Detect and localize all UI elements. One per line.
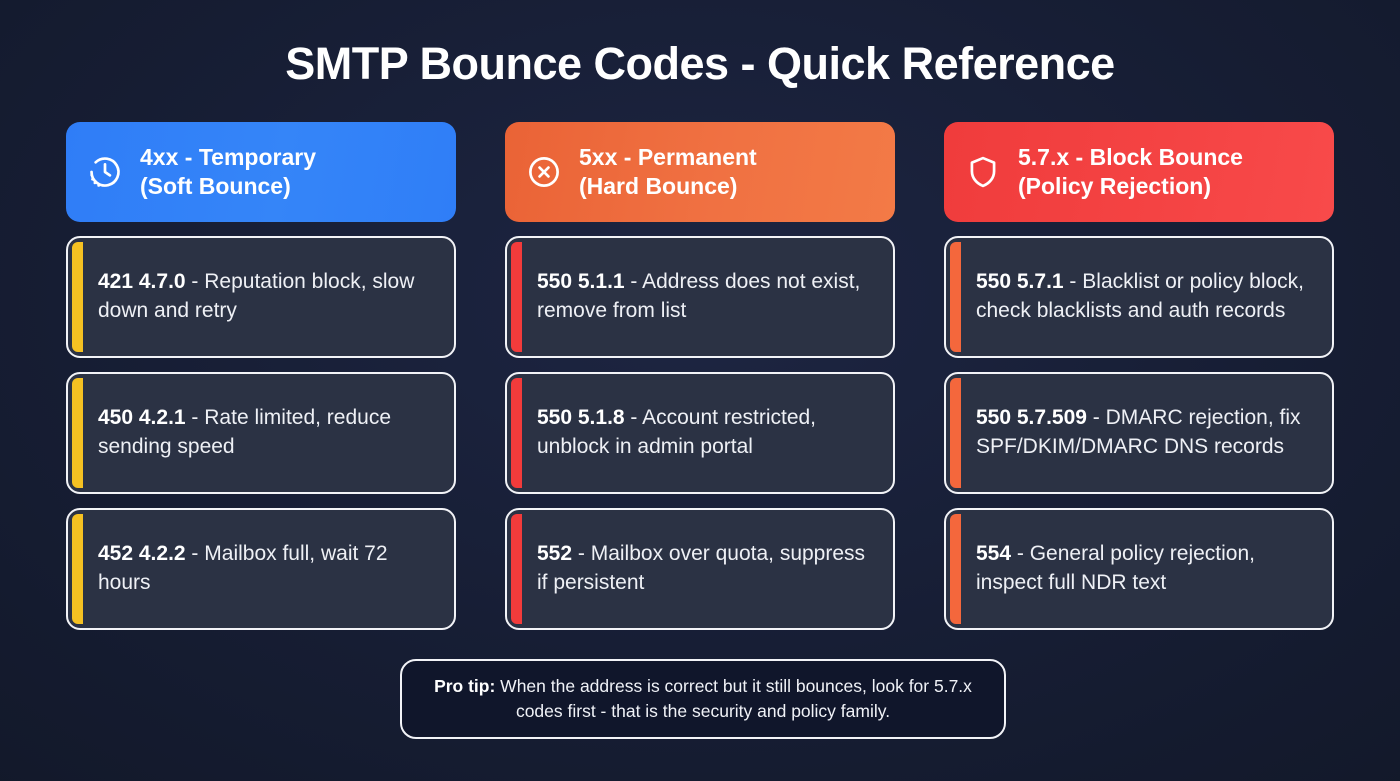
separator: - [1063, 270, 1083, 294]
accent-bar [72, 242, 83, 352]
bounce-description: General policy rejection, inspect full N… [976, 542, 1255, 594]
separator: - [185, 406, 205, 430]
bounce-description: Account restricted, unblock in admin por… [537, 406, 817, 458]
separator: - [185, 542, 205, 566]
accent-bar [950, 514, 961, 624]
separator: - [572, 542, 591, 566]
bounce-code: 550 5.7.509 [976, 406, 1087, 430]
column-header-label: 5.7.x - Block Bounce (Policy Rejection) [1018, 144, 1243, 199]
code-card-text: 421 4.7.0 - Reputation block, slow down … [98, 268, 434, 325]
accent-bar [511, 242, 522, 352]
pro-tip-lead: Pro tip: [434, 676, 496, 697]
accent-bar [511, 514, 522, 624]
code-card-text: 550 5.1.8 - Account restricted, unblock … [537, 404, 873, 461]
circle-x-icon [525, 153, 563, 191]
separator: - [185, 270, 205, 294]
bounce-code: 550 5.1.1 [537, 270, 625, 294]
code-card-text: 550 5.7.509 - DMARC rejection, fix SPF/D… [976, 404, 1312, 461]
accent-bar [950, 378, 961, 488]
column-temporary: 4xx - Temporary (Soft Bounce) 421 4.7.0 … [66, 122, 456, 630]
column-header-permanent: 5xx - Permanent (Hard Bounce) [505, 122, 895, 222]
code-card[interactable]: 550 5.1.8 - Account restricted, unblock … [505, 372, 895, 494]
bounce-code: 421 4.7.0 [98, 270, 186, 294]
code-card-text: 550 5.7.1 - Blacklist or policy block, c… [976, 268, 1312, 325]
shield-icon [964, 153, 1002, 191]
code-columns: 4xx - Temporary (Soft Bounce) 421 4.7.0 … [66, 122, 1336, 630]
code-card[interactable]: 450 4.2.1 - Rate limited, reduce sending… [66, 372, 456, 494]
bounce-description: Mailbox over quota, suppress if persiste… [537, 542, 866, 594]
pro-tip-box: Pro tip: When the address is correct but… [400, 659, 1006, 739]
column-permanent: 5xx - Permanent (Hard Bounce) 550 5.1.1 … [505, 122, 895, 630]
bounce-description: Blacklist or policy block, check blackli… [976, 270, 1305, 322]
bounce-description: Mailbox full, wait 72 hours [98, 542, 388, 594]
bounce-code: 452 4.2.2 [98, 542, 186, 566]
accent-bar [72, 514, 83, 624]
column-header-block: 5.7.x - Block Bounce (Policy Rejection) [944, 122, 1334, 222]
bounce-description: Reputation block, slow down and retry [98, 270, 415, 322]
code-card[interactable]: 552 - Mailbox over quota, suppress if pe… [505, 508, 895, 630]
separator: - [1011, 542, 1030, 566]
bounce-code: 450 4.2.1 [98, 406, 186, 430]
code-card[interactable]: 554 - General policy rejection, inspect … [944, 508, 1334, 630]
pro-tip-text: Pro tip: When the address is correct but… [428, 674, 978, 724]
page-title: SMTP Bounce Codes - Quick Reference [285, 38, 1115, 89]
separator: - [624, 406, 643, 430]
bounce-description: Address does not exist, remove from list [537, 270, 861, 322]
separator: - [624, 270, 643, 294]
bounce-code: 554 [976, 542, 1012, 566]
accent-bar [950, 242, 961, 352]
column-header-label: 4xx - Temporary (Soft Bounce) [140, 144, 316, 199]
code-card[interactable]: 550 5.7.509 - DMARC rejection, fix SPF/D… [944, 372, 1334, 494]
clock-icon [86, 153, 124, 191]
accent-bar [511, 378, 522, 488]
code-card[interactable]: 550 5.1.1 - Address does not exist, remo… [505, 236, 895, 358]
code-card-text: 452 4.2.2 - Mailbox full, wait 72 hours [98, 540, 434, 597]
code-card-text: 552 - Mailbox over quota, suppress if pe… [537, 540, 873, 597]
bounce-description: Rate limited, reduce sending speed [98, 406, 392, 458]
accent-bar [72, 378, 83, 488]
code-card-text: 554 - General policy rejection, inspect … [976, 540, 1312, 597]
bounce-description: DMARC rejection, fix SPF/DKIM/DMARC DNS … [976, 406, 1301, 458]
bounce-code: 552 [537, 542, 573, 566]
code-card-text: 550 5.1.1 - Address does not exist, remo… [537, 268, 873, 325]
column-header-label: 5xx - Permanent (Hard Bounce) [579, 144, 757, 199]
column-header-temporary: 4xx - Temporary (Soft Bounce) [66, 122, 456, 222]
column-block: 5.7.x - Block Bounce (Policy Rejection) … [944, 122, 1334, 630]
bounce-code: 550 5.1.8 [537, 406, 625, 430]
bounce-code: 550 5.7.1 [976, 270, 1064, 294]
separator: - [1086, 406, 1106, 430]
code-card-text: 450 4.2.1 - Rate limited, reduce sending… [98, 404, 434, 461]
code-card[interactable]: 452 4.2.2 - Mailbox full, wait 72 hours [66, 508, 456, 630]
code-card[interactable]: 421 4.7.0 - Reputation block, slow down … [66, 236, 456, 358]
pro-tip-body: When the address is correct but it still… [495, 676, 972, 721]
code-card[interactable]: 550 5.7.1 - Blacklist or policy block, c… [944, 236, 1334, 358]
